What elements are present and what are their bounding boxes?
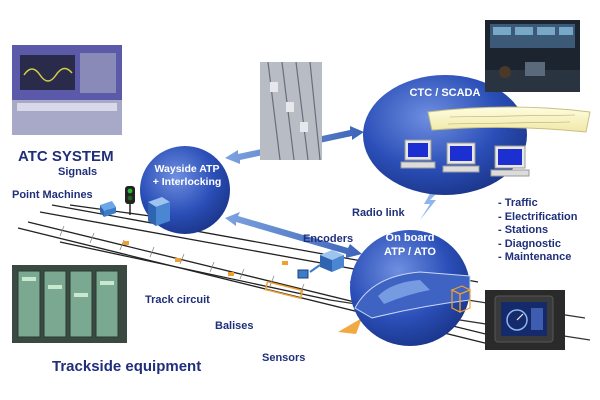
ctc-scada-node: [363, 75, 591, 195]
ctc-scada-label: CTC / SCADA: [409, 87, 481, 99]
onboard-node: [350, 230, 472, 346]
balise: [175, 258, 181, 262]
workstation: [400, 139, 436, 169]
balises-label: Balises: [215, 320, 254, 332]
point-machines-label: Point Machines: [12, 189, 93, 201]
onboard-unit-box: [450, 285, 472, 313]
control-equipment-photo: [12, 45, 122, 135]
radio-link-label: Radio link: [352, 207, 405, 219]
function-item: - Traffic: [498, 197, 538, 209]
ctc-functions-list: - Traffic - Electrification - Stations -…: [498, 197, 577, 265]
track-rail: [59, 241, 331, 301]
function-item: - Electrification: [498, 210, 578, 223]
equipment-room-photo: [12, 265, 127, 343]
driver-display-photo: [485, 290, 565, 350]
balise: [228, 272, 234, 276]
balise: [282, 261, 288, 265]
workstation: [490, 145, 530, 177]
encoders-label: Encoders: [303, 233, 354, 245]
link-arrow-wayside-onboard: [225, 212, 362, 258]
control-wall-display: [427, 106, 591, 133]
trackside-equipment-title: Trackside equipment: [52, 358, 202, 375]
workstation: [442, 142, 480, 173]
encoder-box: [320, 250, 344, 272]
interlocking-cabinet: [148, 197, 170, 226]
function-item: - Diagnostic: [498, 237, 561, 250]
function-item: - Maintenance: [498, 251, 572, 263]
point-machine-box: [100, 201, 116, 217]
track-circuit-marker: [264, 280, 304, 300]
train-silhouette: [354, 271, 471, 319]
onboard-label: On board: [385, 232, 435, 244]
track-circuit-label: Track circuit: [145, 294, 210, 306]
signal-post: [125, 186, 135, 215]
atc-system-title: ATC SYSTEM: [18, 148, 114, 165]
atp-ato-label: ATP / ATO: [384, 246, 436, 258]
function-item: - Stations: [498, 224, 549, 236]
sensor-beam: [338, 318, 362, 334]
sleepers: [59, 225, 305, 295]
balise: [123, 241, 129, 245]
signals-label: Signals: [58, 166, 98, 178]
wayside-atp-label: Wayside ATP: [154, 163, 220, 175]
small-encoder-unit: [297, 269, 309, 279]
interlocking-label: + Interlocking: [152, 176, 222, 188]
sensors-label: Sensors: [262, 352, 306, 364]
wayside-atp-node: [140, 146, 230, 234]
radio-link-bolt: [420, 190, 440, 220]
relay-rack-photo: [260, 62, 322, 160]
control-room-photo: [485, 20, 580, 92]
